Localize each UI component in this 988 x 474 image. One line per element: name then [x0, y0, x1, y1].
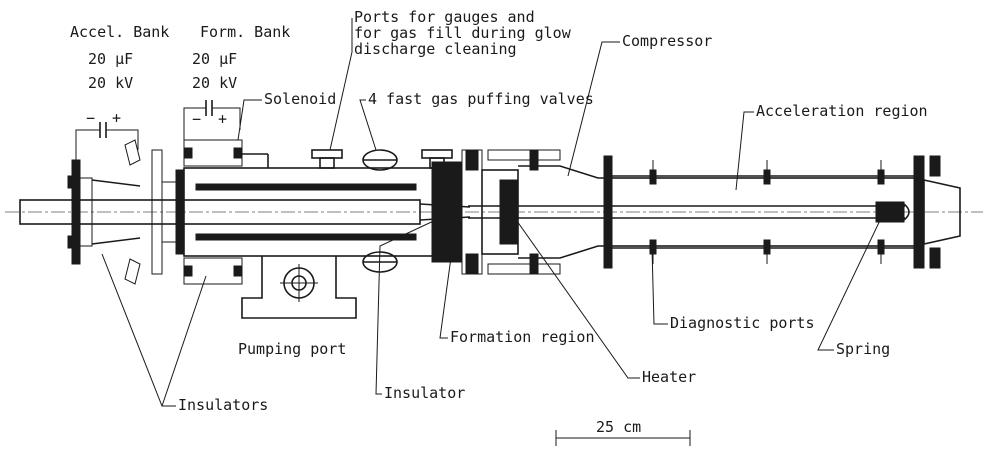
diagnostic-ports-label: Diagnostic ports: [670, 314, 815, 332]
form-bank-label: Form. Bank: [200, 23, 290, 41]
gas-valves-label: 4 fast gas puffing valves: [368, 90, 594, 108]
form-minus-sign: −: [192, 110, 201, 128]
acceleration-region-label: Acceleration region: [756, 102, 928, 120]
solenoid-label: Solenoid: [264, 90, 336, 108]
insulators-label: Insulators: [178, 396, 268, 414]
accel-capacitor: − +: [75, 109, 139, 160]
form-plus-sign: +: [218, 110, 227, 128]
ports-label-line1: Ports for gauges and: [354, 8, 535, 26]
pumping-port: [241, 256, 357, 319]
form-capacitor: − +: [183, 100, 241, 140]
form-capacitance-label: 20 μF: [192, 50, 237, 68]
insulator-label: Insulator: [384, 384, 465, 402]
formation-section: [431, 149, 519, 275]
solenoid-body: [183, 153, 435, 257]
spring-end: [875, 155, 961, 269]
formation-region-label: Formation region: [450, 328, 595, 346]
leader-lines: [101, 18, 885, 407]
formation-coils: [183, 139, 243, 285]
ports-label-line2: for gas fill during glow: [354, 24, 572, 42]
form-voltage-label: 20 kV: [192, 74, 237, 92]
scale-label: 25 cm: [596, 418, 641, 436]
pumping-port-label: Pumping port: [238, 340, 346, 358]
accel-plus-sign: +: [112, 109, 121, 127]
scale-bar: [555, 430, 691, 446]
accel-minus-sign: −: [86, 109, 95, 127]
accel-capacitance-label: 20 μF: [88, 50, 133, 68]
accel-voltage-label: 20 kV: [88, 74, 133, 92]
spring-label: Spring: [836, 340, 890, 358]
ports-label-line3: discharge cleaning: [354, 40, 517, 58]
heater-label: Heater: [642, 368, 696, 386]
accel-bank-label: Accel. Bank: [70, 23, 169, 41]
compressor-label: Compressor: [622, 32, 712, 50]
top-ports: [311, 149, 453, 169]
